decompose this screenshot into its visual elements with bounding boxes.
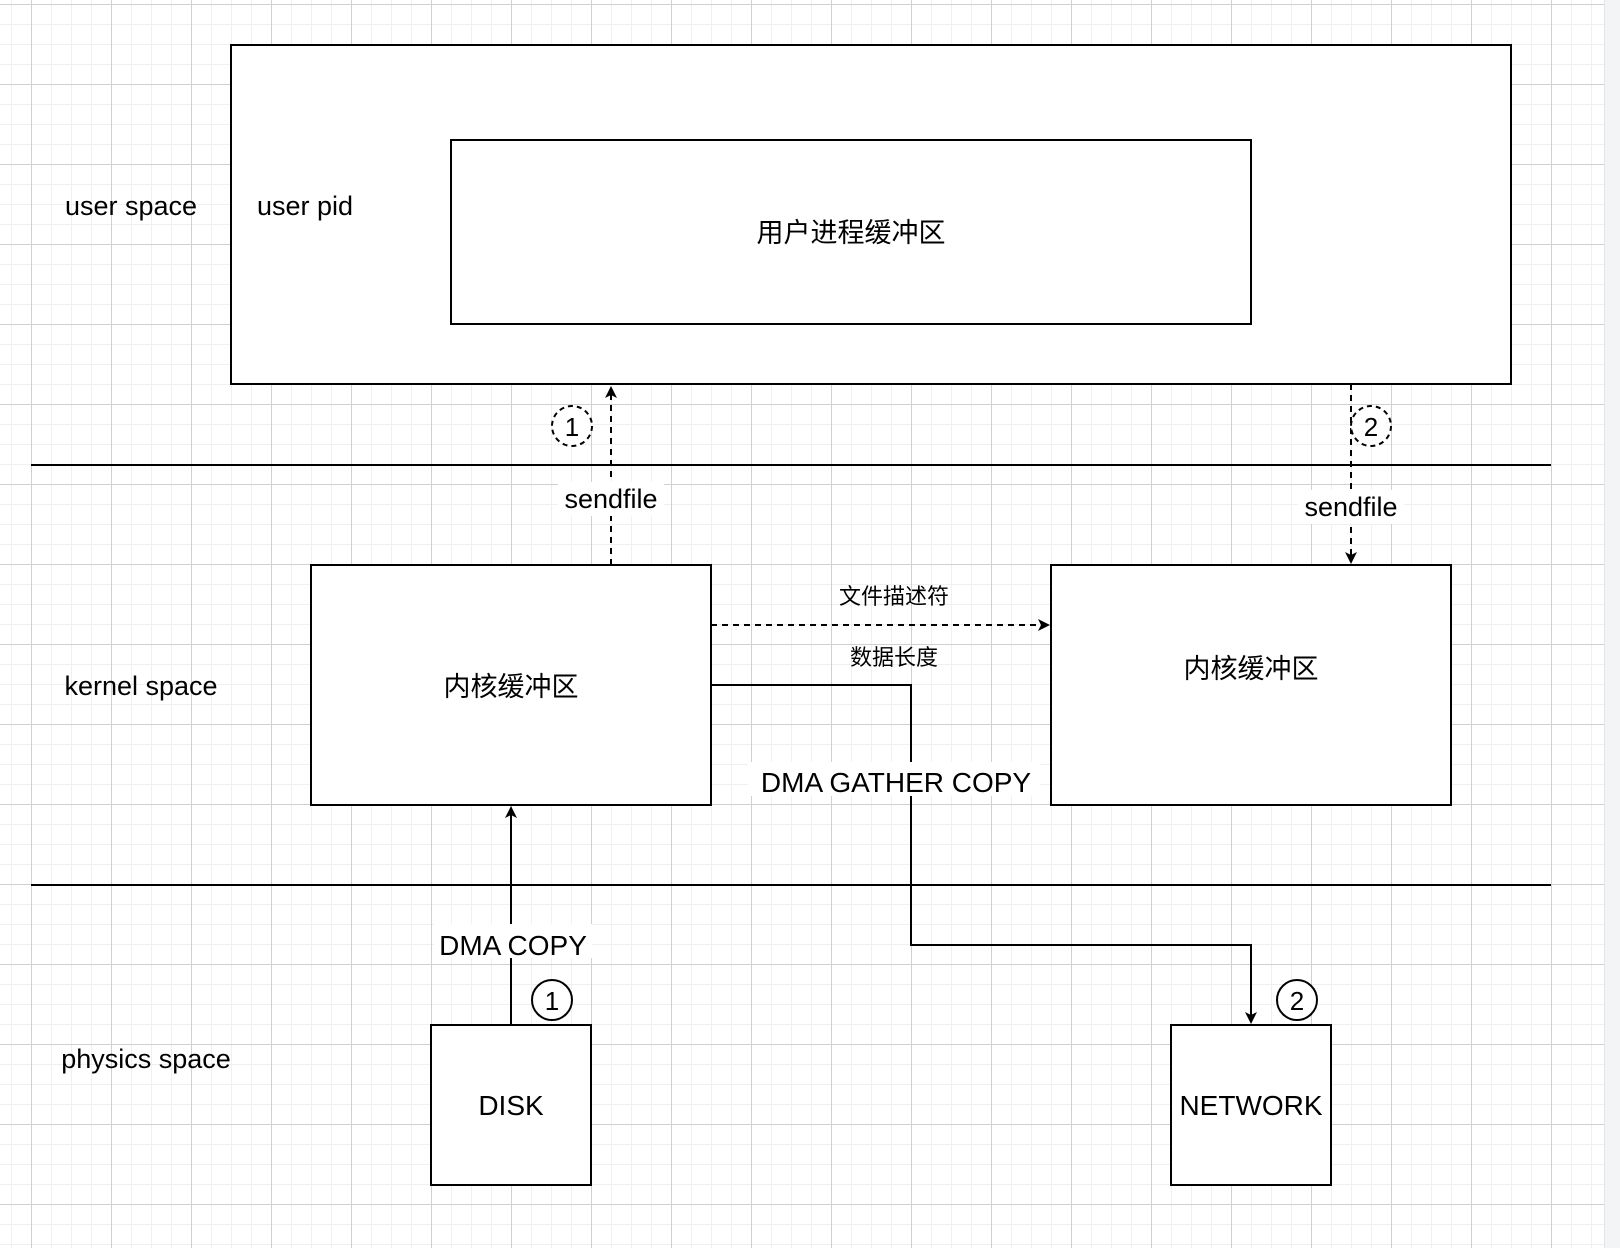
data-length-label: 数据长度	[850, 645, 938, 670]
step-2-bottom-badge	[1276, 979, 1318, 1021]
dma-copy-label: DMA COPY	[439, 930, 587, 961]
disk-label: DISK	[478, 1090, 544, 1121]
step-2-bottom-label: 2	[1290, 986, 1304, 1016]
step-2-top-badge	[1350, 405, 1392, 447]
step-2-top-label: 2	[1364, 412, 1378, 442]
kernel-buffer-target-box[interactable]	[1050, 564, 1452, 806]
step-1-top-label: 1	[565, 412, 579, 442]
kernel-buffer-source-box[interactable]	[310, 564, 712, 806]
dma-gather-copy-label: DMA GATHER COPY	[761, 767, 1032, 798]
user-pid-label: user pid	[257, 191, 353, 221]
kernel-buffer-target-label: 内核缓冲区	[1184, 654, 1319, 684]
sendfile-1-label-bg	[558, 482, 664, 516]
sendfile-2-label-bg	[1298, 490, 1404, 524]
dma-gather-copy-edge[interactable]	[711, 684, 1257, 1024]
step-1-top-badge	[551, 405, 593, 447]
user-process-buffer-label: 用户进程缓冲区	[757, 218, 946, 248]
layer-label-user-space: user space	[65, 191, 197, 221]
step-1-bottom-badge	[531, 979, 573, 1021]
dma-gather-copy-label-bg	[748, 762, 1040, 796]
disk-box[interactable]	[430, 1024, 592, 1186]
sendfile-1-label: sendfile	[564, 484, 657, 514]
network-box[interactable]	[1170, 1024, 1332, 1186]
network-label: NETWORK	[1179, 1090, 1322, 1121]
file-descriptor-label: 文件描述符	[839, 584, 949, 609]
sendfile-2-label: sendfile	[1304, 492, 1397, 522]
layer-label-kernel-space: kernel space	[64, 671, 217, 701]
kernel-buffer-source-label: 内核缓冲区	[444, 672, 579, 702]
dma-copy-label-bg	[434, 924, 592, 958]
user-process-buffer-box[interactable]	[450, 139, 1252, 325]
step-1-bottom-label: 1	[545, 986, 559, 1016]
layer-label-physics-space: physics space	[61, 1044, 231, 1074]
canvas-right-edge	[1604, 0, 1620, 1248]
